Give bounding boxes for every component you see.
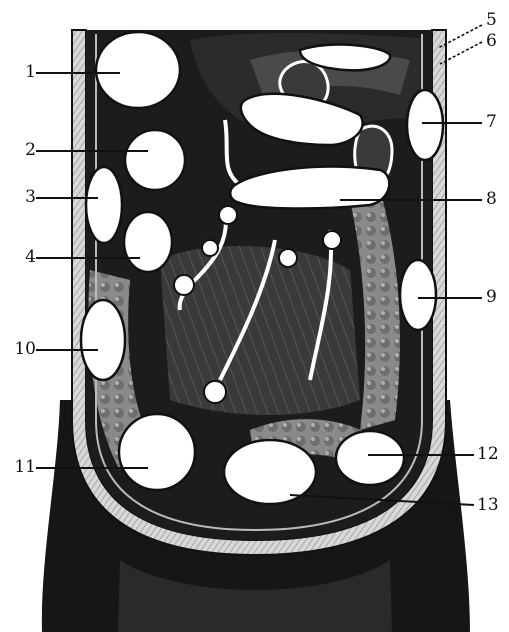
space-7 — [407, 90, 443, 160]
label-9: 9 — [486, 289, 509, 306]
label-10: 10 — [6, 341, 36, 358]
space-4 — [124, 212, 172, 272]
label-4: 4 — [6, 249, 36, 266]
space-12 — [336, 431, 404, 485]
label-8: 8 — [486, 191, 509, 208]
label-2: 2 — [6, 142, 36, 159]
space-9 — [400, 260, 436, 330]
space-11 — [119, 414, 195, 490]
space-3 — [86, 167, 122, 243]
label-13: 13 — [477, 497, 507, 514]
label-1: 1 — [6, 64, 36, 81]
label-6: 6 — [486, 33, 509, 50]
label-3: 3 — [6, 189, 36, 206]
label-11: 11 — [6, 459, 36, 476]
label-5: 5 — [486, 12, 509, 29]
space-13 — [224, 440, 316, 504]
label-12: 12 — [477, 446, 507, 463]
space-2 — [125, 130, 185, 190]
label-7: 7 — [486, 114, 509, 131]
space-10 — [81, 300, 125, 380]
space-1 — [96, 32, 180, 108]
